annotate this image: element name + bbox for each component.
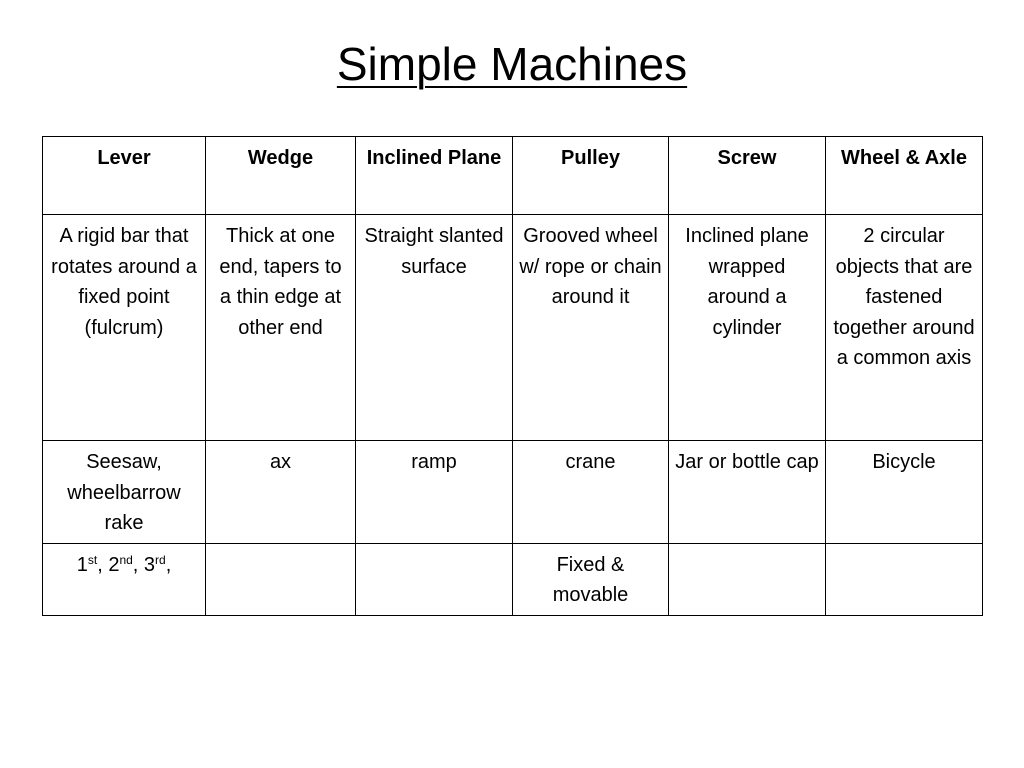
header-wedge: Wedge (205, 136, 356, 215)
type-pulley: Fixed & movable (512, 542, 669, 616)
lever-class-3: 3 (143, 553, 156, 576)
example-lever: Seesaw, wheelbarrow rake (42, 440, 206, 544)
definition-lever: A rigid bar that rotates around a fixed … (42, 214, 206, 441)
lever-class-1-suffix: st (87, 552, 98, 567)
definition-screw: Inclined plane wrapped around a cylinder (668, 214, 826, 441)
example-screw: Jar or bottle cap (668, 440, 826, 544)
definition-pulley: Grooved wheel w/ rope or chain around it (512, 214, 669, 441)
simple-machines-table: Lever Wedge Inclined Plane Pulley Screw … (42, 136, 983, 616)
type-inclined-plane (355, 542, 513, 616)
lever-class-2-suffix: nd (119, 552, 133, 567)
type-lever: 1st, 2nd, 3rd, (42, 542, 206, 616)
example-pulley: crane (512, 440, 669, 544)
definition-inclined-plane: Straight slanted surface (355, 214, 513, 441)
lever-class-1: 1 (76, 553, 88, 576)
header-screw: Screw (668, 136, 826, 215)
example-wheel-axle: Bicycle (825, 440, 983, 544)
type-screw (668, 542, 826, 616)
definition-wheel-axle: 2 circular objects that are fastened tog… (825, 214, 983, 441)
type-wedge (205, 542, 356, 616)
header-row: Lever Wedge Inclined Plane Pulley Screw … (42, 136, 983, 215)
header-pulley: Pulley (512, 136, 669, 215)
example-row: Seesaw, wheelbarrow rake ax ramp crane J… (42, 440, 983, 544)
example-wedge: ax (205, 440, 356, 544)
header-lever: Lever (42, 136, 206, 215)
header-inclined-plane: Inclined Plane (355, 136, 513, 215)
definition-wedge: Thick at one end, tapers to a thin edge … (205, 214, 356, 441)
example-inclined-plane: ramp (355, 440, 513, 544)
slide-title-text: Simple Machines (336, 38, 688, 90)
type-row: 1st, 2nd, 3rd, Fixed & movable (42, 542, 983, 616)
definition-row: A rigid bar that rotates around a fixed … (42, 214, 983, 441)
type-wheel-axle (825, 542, 983, 616)
slide-title: Simple Machines (0, 34, 1024, 94)
header-wheel-axle: Wheel & Axle (825, 136, 983, 215)
lever-class-2: 2 (108, 553, 120, 576)
lever-class-3-suffix: rd (155, 552, 166, 567)
